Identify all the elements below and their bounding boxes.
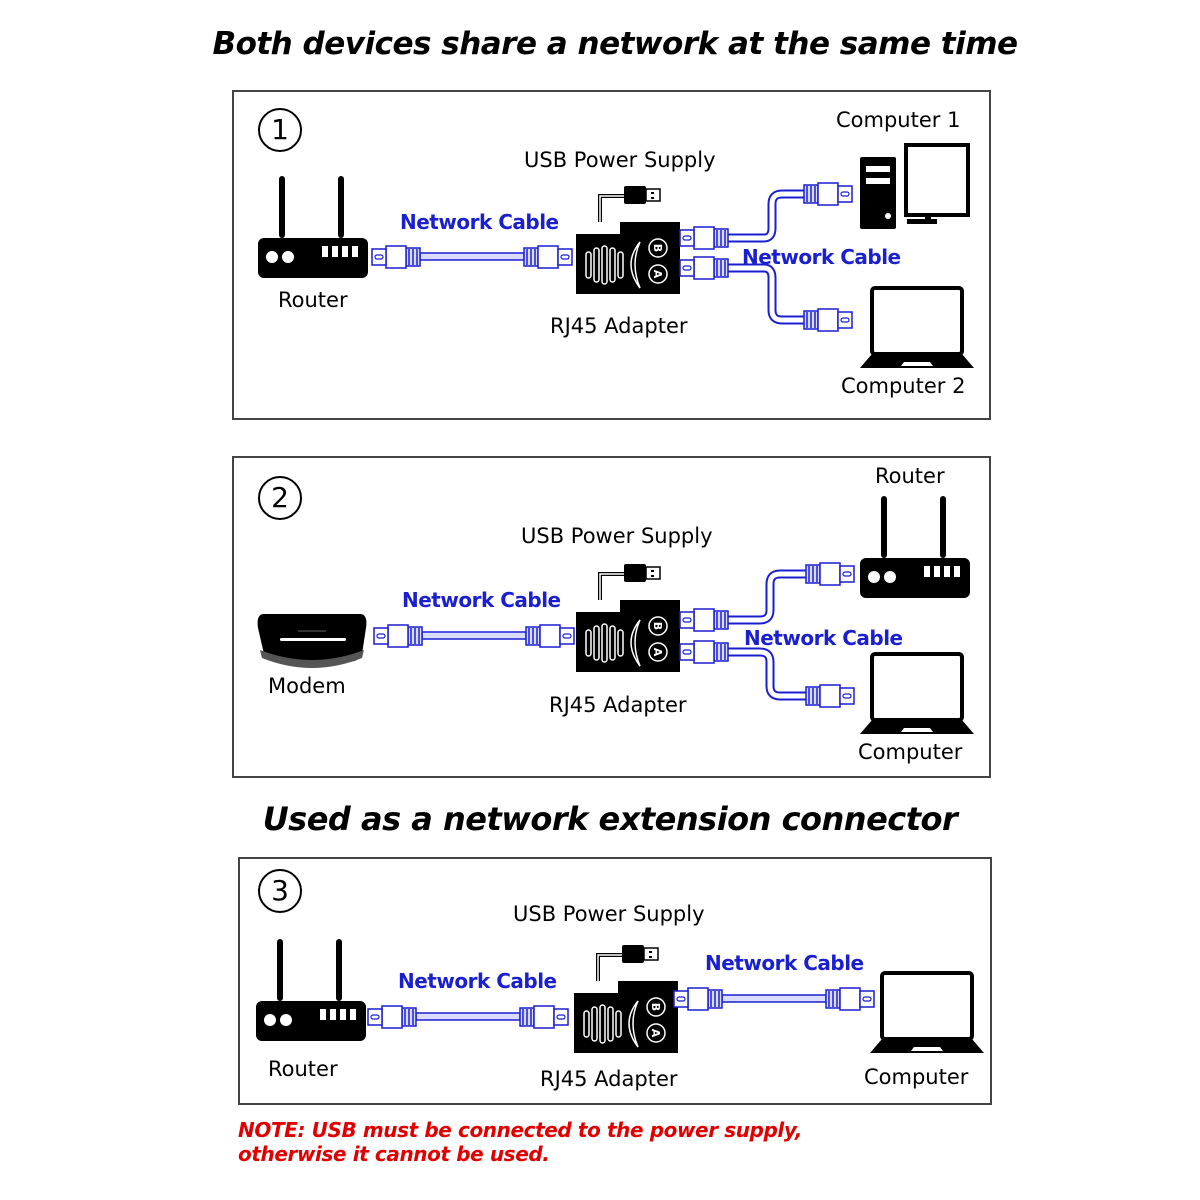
router-icon — [258, 176, 368, 278]
network-cable-label: Network Cable — [402, 588, 561, 612]
usb-power-supply-label: USB Power Supply — [521, 524, 713, 548]
router-label: Router — [875, 464, 945, 488]
network-cable-in — [374, 624, 575, 648]
network-cable-out-bottom — [680, 641, 855, 708]
computer-label: Computer — [858, 740, 963, 764]
rj45-adapter-label: RJ45 Adapter — [540, 1067, 678, 1091]
heading-shared-network: Both devices share a network at the same… — [212, 26, 1018, 62]
network-cable-out — [674, 987, 875, 1011]
computer-label: Computer — [864, 1065, 969, 1089]
port-b-label: B — [649, 1003, 662, 1011]
panel-2-drawing: B A — [257, 496, 976, 736]
network-cable-label: Network Cable — [705, 951, 864, 975]
network-cable-label: Network Cable — [742, 245, 901, 269]
usb-power-supply-label: USB Power Supply — [524, 148, 716, 172]
network-cable-label: Network Cable — [744, 626, 903, 650]
network-cable-label: Network Cable — [398, 969, 557, 993]
network-cable-out-top — [680, 562, 855, 631]
computer-2-label: Computer 2 — [841, 374, 966, 398]
network-cable-label: Network Cable — [400, 210, 559, 234]
laptop-icon — [858, 286, 976, 370]
panel-3: B A 3 Router Network Cable USB Power Sup… — [238, 857, 992, 1105]
port-a-label: A — [649, 1029, 662, 1038]
note-line-1: NOTE: USB must be connected to the power… — [238, 1118, 803, 1142]
rj45-adapter-label: RJ45 Adapter — [550, 314, 688, 338]
network-cable-out-bottom — [680, 257, 853, 332]
usb-power-supply-label: USB Power Supply — [513, 902, 705, 926]
port-b-label: B — [651, 244, 664, 252]
computer-1-label: Computer 1 — [836, 108, 961, 132]
modem-icon — [257, 614, 367, 668]
step-number: 2 — [258, 476, 302, 520]
network-cable-out-top — [680, 182, 853, 249]
heading-extension-connector: Used as a network extension connector — [262, 800, 958, 838]
panel-2: B A 2 Modem Network Cable USB Power Supp… — [232, 456, 991, 778]
network-cable-in — [372, 245, 573, 269]
network-cable-in — [368, 1005, 569, 1029]
panel-1: B A 1 Router Network Cable U — [232, 90, 991, 420]
port-a-label: A — [651, 270, 664, 279]
router-icon — [256, 939, 366, 1041]
port-b-label: B — [651, 622, 664, 630]
desktop-computer-icon — [860, 143, 970, 229]
router-label: Router — [268, 1057, 338, 1081]
step-number: 1 — [258, 108, 302, 152]
rj45-adapter: B A — [574, 562, 682, 674]
rj45-adapter: B A — [574, 184, 682, 296]
laptop-icon — [868, 971, 986, 1055]
note-line-2: otherwise it cannot be used. — [238, 1142, 550, 1166]
usb-power-note: NOTE: USB must be connected to the power… — [238, 1118, 803, 1166]
port-a-label: A — [651, 648, 664, 657]
modem-label: Modem — [268, 674, 346, 698]
panel-1-drawing: B A — [258, 143, 976, 370]
rj45-adapter: B A — [572, 943, 680, 1055]
step-number: 3 — [258, 869, 302, 913]
router-icon — [860, 496, 970, 598]
panel-3-drawing: B A — [256, 939, 986, 1055]
laptop-icon — [858, 652, 976, 736]
router-label: Router — [278, 288, 348, 312]
rj45-adapter-label: RJ45 Adapter — [549, 693, 687, 717]
